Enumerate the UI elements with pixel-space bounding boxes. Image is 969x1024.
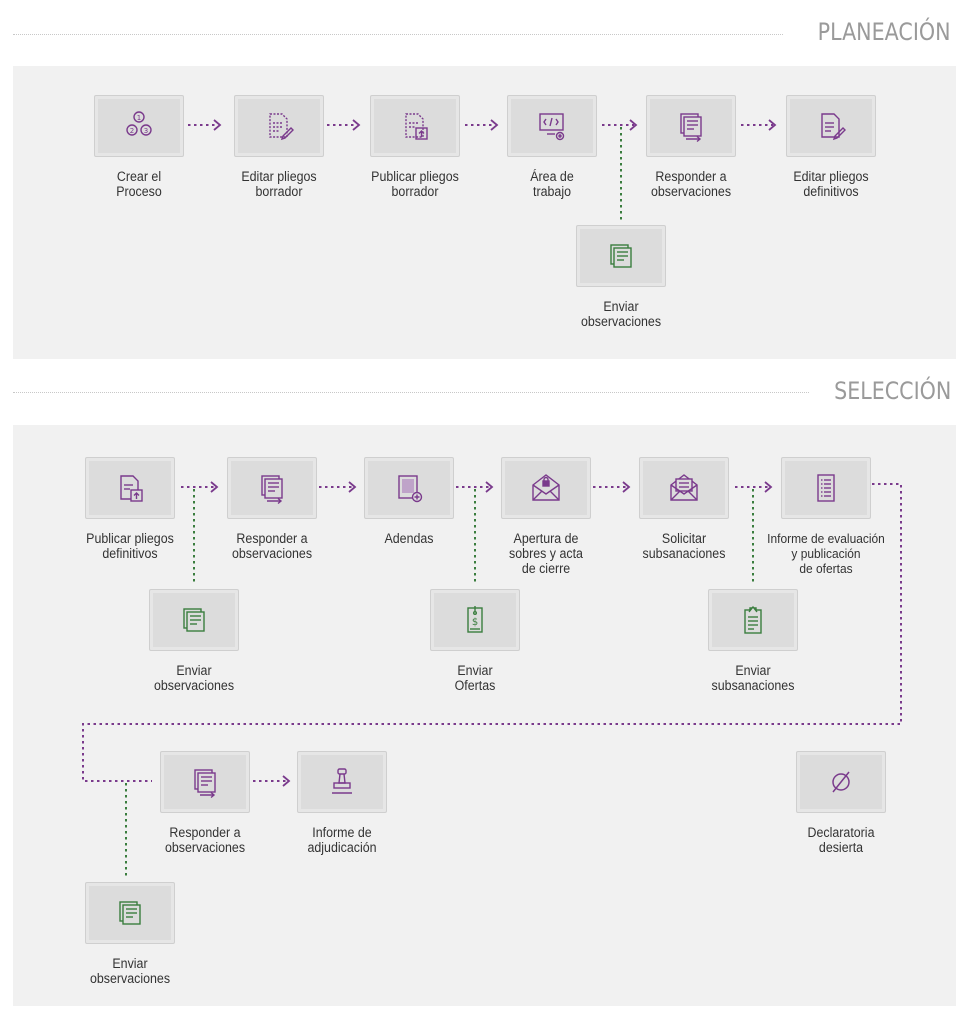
- stamp-icon: [332, 768, 352, 794]
- node-box[interactable]: [501, 457, 591, 519]
- documents-reply-icon: [194, 769, 216, 799]
- documents-icon: [119, 901, 141, 925]
- node-box[interactable]: [708, 589, 798, 651]
- arrow-responder-editar-def: [741, 119, 777, 131]
- svg-text:$: $: [472, 617, 478, 628]
- process-steps-icon: 1 2 3: [126, 111, 152, 136]
- node-box[interactable]: [149, 589, 239, 651]
- envelope-lock-icon: [532, 474, 560, 501]
- node-box[interactable]: [786, 95, 876, 157]
- node-label: Adendas: [384, 531, 434, 546]
- arrow-editar-publicar: [327, 119, 361, 131]
- node-box[interactable]: [227, 457, 317, 519]
- documents-icon: [183, 608, 205, 632]
- node-box[interactable]: [85, 457, 175, 519]
- planeacion-divider: [13, 34, 783, 35]
- arrow-crear-editar: [188, 119, 222, 131]
- node-box[interactable]: [796, 751, 886, 813]
- document-upload-icon: [405, 113, 428, 140]
- seleccion-divider: [13, 392, 809, 393]
- arrow-responder-adjudicacion: [253, 775, 291, 787]
- empty-set-icon: [832, 771, 850, 793]
- arrow-responder-adendas: [319, 481, 357, 493]
- node-box[interactable]: [646, 95, 736, 157]
- code-settings-icon: [539, 113, 565, 141]
- documents-reply-icon: [261, 475, 283, 505]
- svg-text:1: 1: [137, 114, 141, 122]
- arrow-apertura-solicitar: [593, 481, 631, 493]
- arrow-publicar-area: [465, 119, 499, 131]
- node-box[interactable]: [297, 751, 387, 813]
- documents-icon: [610, 244, 632, 268]
- node-box[interactable]: [576, 225, 666, 287]
- checklist-icon: [817, 474, 835, 502]
- arrow-pubdef-responder: [181, 481, 219, 493]
- section-title-planeacion: PLANEACIÓN: [818, 18, 951, 46]
- node-box[interactable]: 1 2 3: [94, 95, 184, 157]
- arrow-solicitar-informe: [735, 481, 773, 493]
- documents-reply-icon: [680, 113, 702, 143]
- node-box[interactable]: $: [430, 589, 520, 651]
- document-upload-icon: [120, 475, 143, 502]
- arrow-area-responder: [602, 119, 638, 131]
- svg-text:3: 3: [144, 127, 148, 135]
- node-box[interactable]: [781, 457, 871, 519]
- section-title-seleccion: SELECCIÓN: [833, 377, 951, 405]
- svg-text:2: 2: [130, 127, 134, 135]
- node-box[interactable]: [234, 95, 324, 157]
- document-add-icon: [398, 475, 423, 503]
- node-box[interactable]: [160, 751, 250, 813]
- document-edit-icon: [269, 113, 294, 141]
- node-box[interactable]: [639, 457, 729, 519]
- money-document-icon: $: [467, 606, 483, 633]
- envelope-letter-icon: [670, 474, 698, 501]
- node-box[interactable]: [364, 457, 454, 519]
- document-edit-icon: [821, 113, 846, 141]
- node-box[interactable]: [507, 95, 597, 157]
- node-box[interactable]: [85, 882, 175, 944]
- arrow-adendas-apertura: [456, 481, 494, 493]
- clipboard-icon: [744, 605, 762, 634]
- node-box[interactable]: [370, 95, 460, 157]
- connector-wrap-row2: [82, 483, 902, 782]
